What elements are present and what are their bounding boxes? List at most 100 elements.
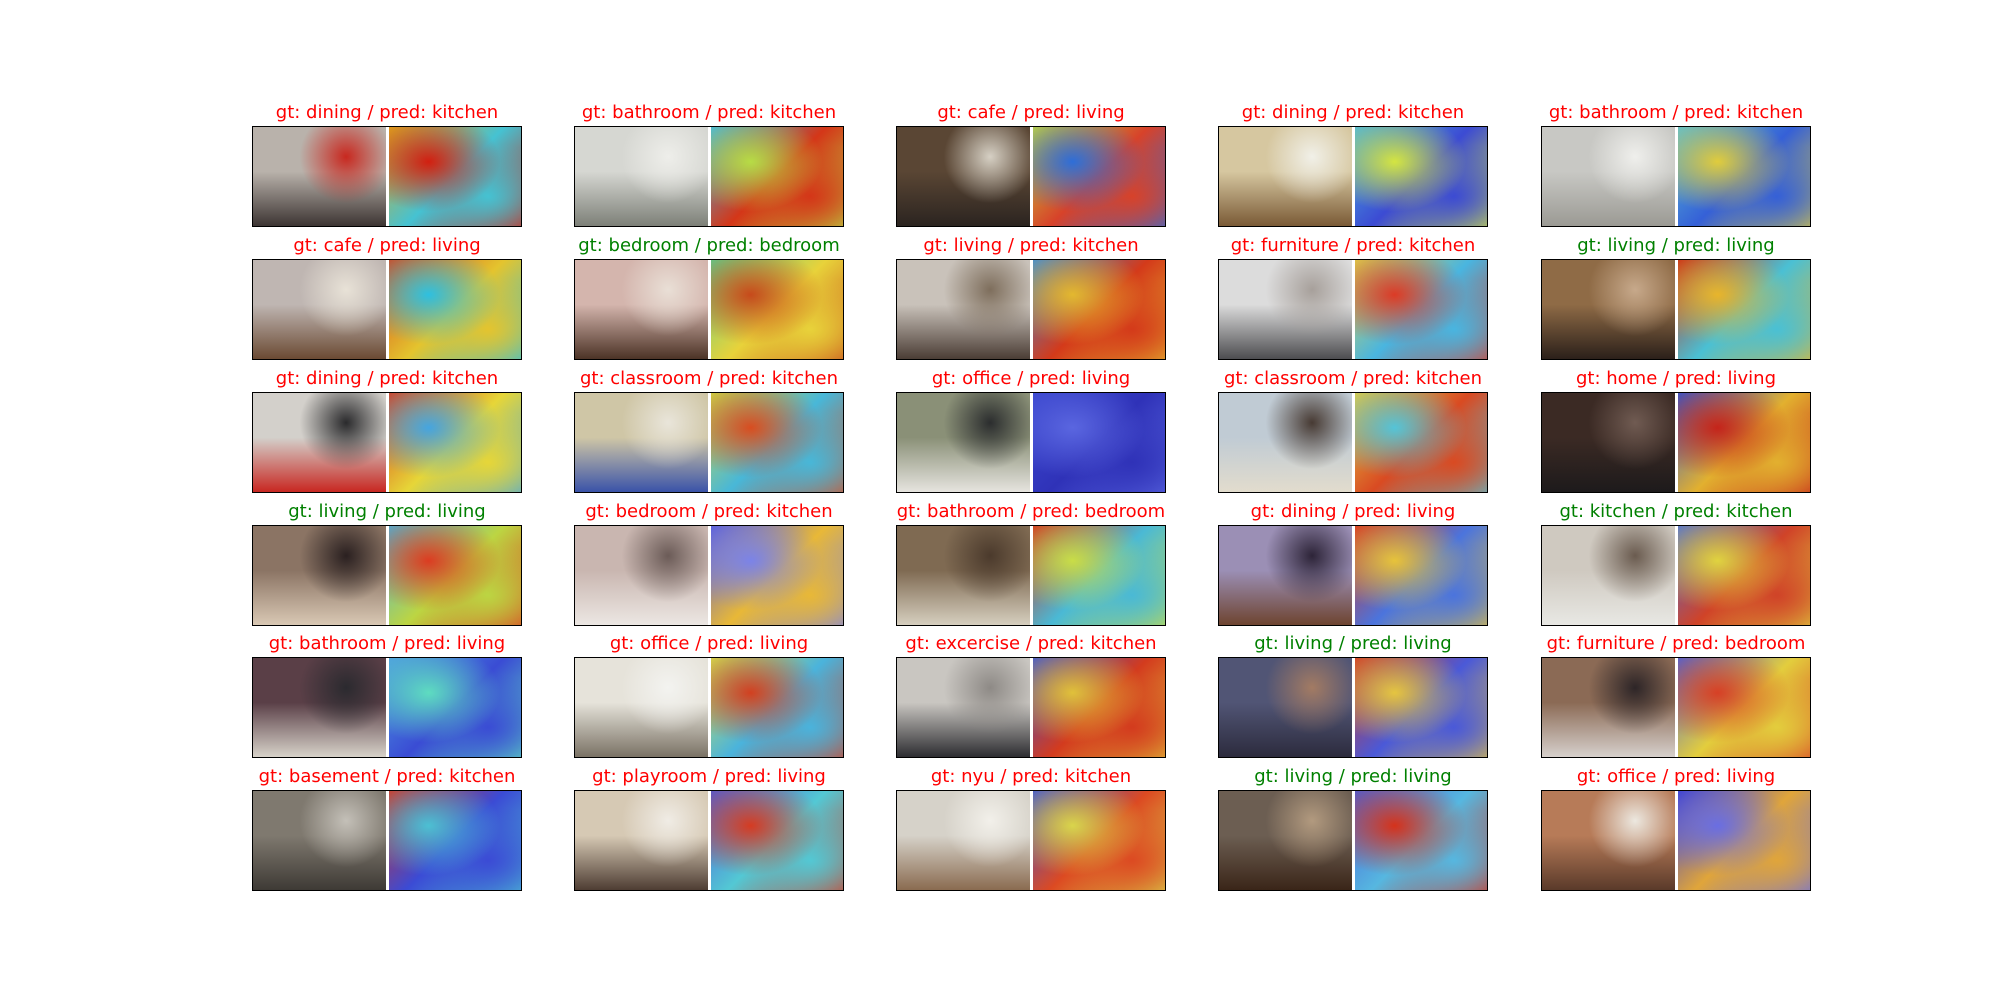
panel-image-frame [896, 126, 1166, 227]
attention-heatmap [1355, 791, 1487, 890]
panel-image-frame [1541, 790, 1811, 891]
rgb-photo [897, 791, 1030, 890]
rgb-photo [1542, 658, 1675, 757]
panel-image-frame [896, 525, 1166, 626]
rgb-photo [253, 658, 386, 757]
panel-caption: gt: furniture / pred: kitchen [1230, 235, 1476, 256]
image-separator [708, 127, 711, 226]
panel-caption: gt: bedroom / pred: kitchen [585, 501, 833, 522]
panel: gt: bedroom / pred: bedroom [574, 234, 844, 374]
panel-image-frame [1218, 259, 1488, 360]
panel-image-frame [252, 392, 522, 493]
rgb-photo [1542, 127, 1675, 226]
panel-image-frame [1541, 259, 1811, 360]
panel: gt: cafe / pred: living [252, 234, 522, 374]
attention-heatmap [711, 393, 843, 492]
attention-heatmap [389, 260, 521, 359]
panel-caption: gt: classroom / pred: kitchen [579, 368, 838, 389]
attention-heatmap [1678, 260, 1810, 359]
rgb-photo [1542, 260, 1675, 359]
panel-image-frame [896, 392, 1166, 493]
attention-heatmap [1678, 526, 1810, 625]
panel-image-frame [1218, 790, 1488, 891]
panel-caption: gt: bathroom / pred: living [268, 633, 506, 654]
rgb-photo [253, 260, 386, 359]
attention-heatmap [1355, 393, 1487, 492]
rgb-photo [897, 393, 1030, 492]
panel-image-frame [1541, 392, 1811, 493]
panel: gt: furniture / pred: kitchen [1218, 234, 1488, 374]
panel: gt: kitchen / pred: kitchen [1541, 500, 1811, 640]
panel-caption: gt: dining / pred: kitchen [275, 102, 499, 123]
rgb-photo [1542, 393, 1675, 492]
panel-caption: gt: dining / pred: kitchen [275, 368, 499, 389]
rgb-photo [575, 260, 708, 359]
panel-image-frame [252, 126, 522, 227]
panel: gt: living / pred: kitchen [896, 234, 1166, 374]
attention-heatmap [1033, 393, 1165, 492]
rgb-photo [1219, 393, 1352, 492]
rgb-photo [575, 127, 708, 226]
attention-heatmap [1033, 260, 1165, 359]
attention-heatmap [1033, 526, 1165, 625]
panel: gt: dining / pred: living [1218, 500, 1488, 640]
panel-image-frame [1541, 126, 1811, 227]
attention-heatmap [1678, 127, 1810, 226]
rgb-photo [253, 791, 386, 890]
panel-image-frame [1541, 525, 1811, 626]
panel-image-frame [574, 259, 844, 360]
panel: gt: furniture / pred: bedroom [1541, 632, 1811, 772]
image-separator [386, 791, 389, 890]
rgb-photo [1219, 658, 1352, 757]
image-separator [1030, 393, 1033, 492]
panel: gt: bathroom / pred: bedroom [896, 500, 1166, 640]
panel-caption: gt: excercise / pred: kitchen [905, 633, 1157, 654]
panel-caption: gt: living / pred: living [1254, 766, 1452, 787]
image-separator [1030, 658, 1033, 757]
panel-image-frame [1218, 525, 1488, 626]
panel: gt: office / pred: living [574, 632, 844, 772]
image-separator [1352, 791, 1355, 890]
panel-caption: gt: bathroom / pred: kitchen [581, 102, 837, 123]
image-separator [708, 791, 711, 890]
image-separator [1352, 127, 1355, 226]
attention-heatmap [1678, 658, 1810, 757]
panel: gt: bedroom / pred: kitchen [574, 500, 844, 640]
image-separator [386, 127, 389, 226]
panel-caption: gt: bathroom / pred: kitchen [1548, 102, 1804, 123]
rgb-photo [253, 393, 386, 492]
panel-image-frame [574, 525, 844, 626]
image-separator [386, 393, 389, 492]
panel: gt: home / pred: living [1541, 367, 1811, 507]
rgb-photo [575, 526, 708, 625]
image-separator [1675, 127, 1678, 226]
panel: gt: cafe / pred: living [896, 101, 1166, 241]
panel-caption: gt: bathroom / pred: bedroom [896, 501, 1166, 522]
image-separator [1352, 393, 1355, 492]
attention-heatmap [711, 526, 843, 625]
rgb-photo [1219, 260, 1352, 359]
rgb-photo [1219, 526, 1352, 625]
rgb-photo [253, 526, 386, 625]
attention-heatmap [1033, 658, 1165, 757]
rgb-photo [253, 127, 386, 226]
panel-image-frame [252, 657, 522, 758]
panel-image-frame [252, 790, 522, 891]
panel: gt: excercise / pred: kitchen [896, 632, 1166, 772]
attention-heatmap [389, 526, 521, 625]
image-separator [386, 260, 389, 359]
panel: gt: living / pred: living [1218, 632, 1488, 772]
panel: gt: dining / pred: kitchen [252, 101, 522, 241]
panel: gt: office / pred: living [1541, 765, 1811, 905]
panel: gt: dining / pred: kitchen [252, 367, 522, 507]
image-separator [1352, 526, 1355, 625]
image-separator [708, 393, 711, 492]
attention-heatmap [1355, 127, 1487, 226]
panel-image-frame [1218, 392, 1488, 493]
panel: gt: bathroom / pred: living [252, 632, 522, 772]
panel-caption: gt: dining / pred: living [1250, 501, 1456, 522]
panel: gt: office / pred: living [896, 367, 1166, 507]
panel-image-frame [252, 259, 522, 360]
panel: gt: bathroom / pred: kitchen [574, 101, 844, 241]
